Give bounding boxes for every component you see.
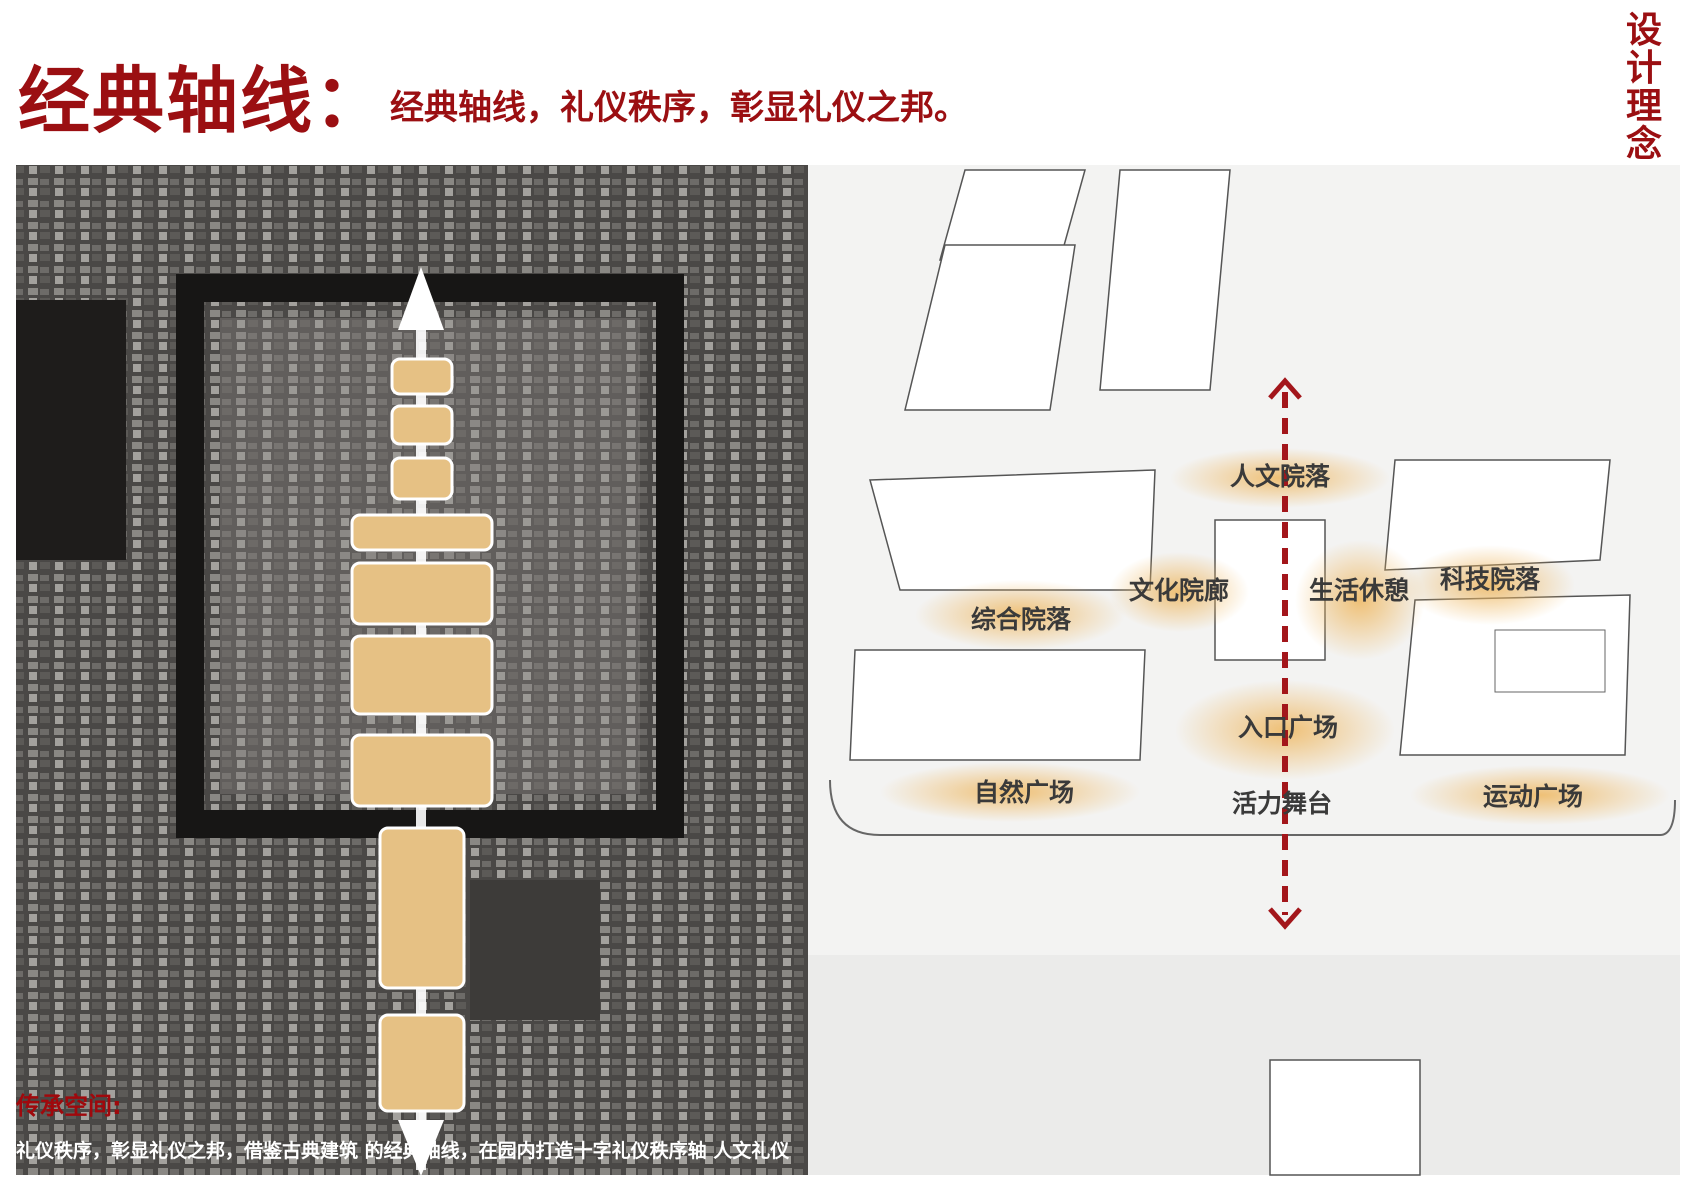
zone-label: 人文院落 bbox=[1230, 462, 1331, 491]
zone-label: 运动广场 bbox=[1483, 782, 1583, 811]
zone-label: 活力舞台 bbox=[1232, 789, 1332, 818]
arrow-down-icon bbox=[1268, 907, 1302, 930]
highlight-zones bbox=[880, 448, 1670, 825]
axis-block bbox=[378, 826, 466, 990]
zone-label: 文化院廊 bbox=[1129, 576, 1229, 605]
campus-axonometric: 人文院落 文化院廊 生活休憩 科技院落 综合院落 入口广场 自然广场 活力舞台 … bbox=[808, 165, 1680, 1176]
axis-block bbox=[350, 561, 494, 626]
axis-block bbox=[350, 634, 494, 716]
caption-body: 礼仪秩序，彰显礼仪之邦，借鉴古典建筑 的经典轴线，在园内打造十字礼仪秩序轴 人文… bbox=[16, 1140, 790, 1162]
axis-block bbox=[378, 1013, 466, 1113]
section-label: 设计理念 bbox=[1625, 10, 1662, 165]
zone-label: 综合院落 bbox=[971, 605, 1072, 634]
axis-block bbox=[390, 456, 454, 501]
historic-axis bbox=[350, 267, 494, 1176]
axis-block bbox=[350, 513, 494, 552]
zone-label: 自然广场 bbox=[974, 778, 1074, 807]
zone-label: 科技院落 bbox=[1440, 565, 1541, 594]
zone-label: 生活休憩 bbox=[1309, 576, 1409, 605]
page-title: 经典轴线： bbox=[18, 59, 389, 143]
arrow-down-icon bbox=[398, 1120, 444, 1176]
design-axis bbox=[1268, 377, 1302, 930]
zone-label: 入口广场 bbox=[1238, 713, 1338, 742]
caption-heading: 传承空间: bbox=[16, 1092, 122, 1120]
arrow-up-icon bbox=[1268, 377, 1302, 400]
axis-block bbox=[390, 404, 454, 446]
arrow-up-icon bbox=[398, 267, 444, 330]
axis-block bbox=[390, 357, 454, 396]
axis-block bbox=[350, 733, 494, 808]
page-subtitle: 经典轴线，礼仪秩序，彰显礼仪之邦。 bbox=[390, 88, 968, 128]
